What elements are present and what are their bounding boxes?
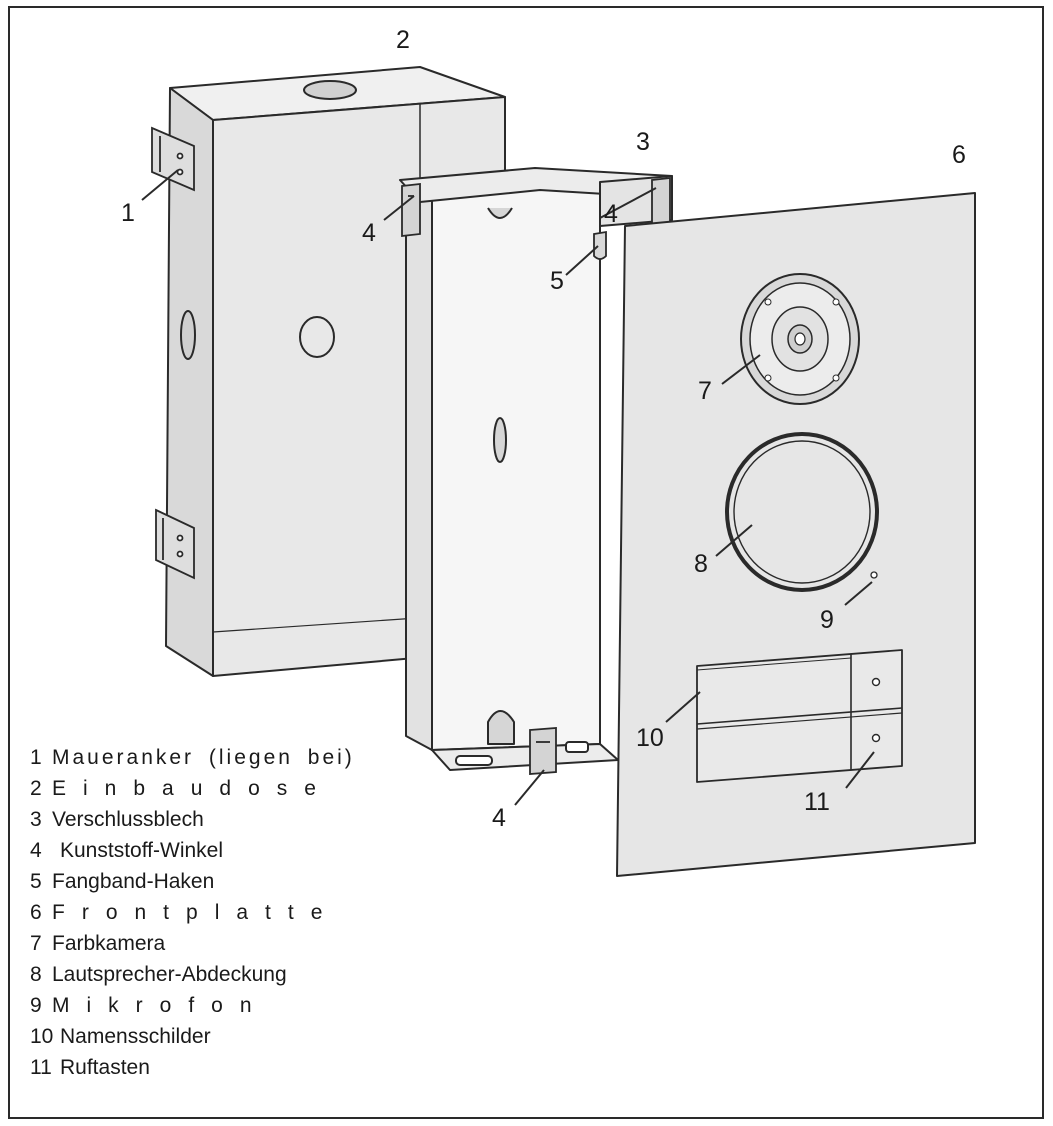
leader-lines	[141, 169, 875, 806]
wall-anchor-bottom	[155, 508, 195, 580]
microphone-hole	[870, 571, 878, 579]
legend-item: 10 Namensschilder	[30, 1021, 355, 1052]
closure-sheet	[399, 167, 673, 771]
front-plate	[616, 192, 976, 877]
callout-11: 11	[804, 788, 830, 816]
legend-number: 10	[30, 1025, 54, 1048]
legend-item: 5 Fangband-Haken	[30, 866, 355, 897]
speaker-cover	[725, 432, 879, 592]
callout-2: 2	[396, 26, 410, 54]
legend-number: 4	[30, 839, 42, 862]
legend-item: 2 Einbaudose	[30, 773, 355, 804]
legend-number: 11	[30, 1056, 52, 1079]
callout-6: 6	[952, 141, 966, 169]
strap-hook	[593, 230, 607, 260]
legend-item: 1 Maueranker (liegen bei)	[30, 742, 355, 773]
diagram-frame	[8, 6, 1044, 1119]
legend-label: Maueranker (liegen bei)	[52, 746, 355, 769]
callout-7: 7	[698, 377, 712, 405]
legend-number: 8	[30, 963, 42, 986]
callout-10: 10	[636, 724, 664, 752]
legend-item: 8 Lautsprecher-Abdeckung	[30, 959, 355, 990]
legend-number: 1	[30, 746, 42, 769]
legend-label: Mikrofon	[52, 994, 269, 1017]
legend-label: Verschlussblech	[52, 808, 204, 831]
callout-4-top-right: 4	[604, 200, 618, 228]
callout-5: 5	[550, 267, 564, 295]
legend-item: 6 Frontplatte	[30, 897, 355, 928]
legend-label: Fangband-Haken	[52, 870, 215, 893]
plastic-bracket-bottom	[529, 727, 557, 775]
color-camera	[740, 273, 860, 405]
callout-4-top-left: 4	[362, 219, 376, 247]
legend-item: 11 Ruftasten	[30, 1052, 355, 1083]
legend-label: Lautsprecher-Abdeckung	[52, 963, 287, 986]
legend-label: Farbkamera	[52, 932, 166, 955]
callout-3: 3	[636, 128, 650, 156]
legend-item: 9 Mikrofon	[30, 990, 355, 1021]
name-plate-panel	[696, 649, 903, 783]
callout-4-bottom: 4	[492, 804, 506, 832]
legend-number: 5	[30, 870, 42, 893]
callout-9: 9	[820, 606, 834, 634]
call-button-2	[871, 733, 881, 743]
legend-number: 3	[30, 808, 42, 831]
legend-label: Einbaudose	[52, 777, 333, 800]
legend-item: 3 Verschlussblech	[30, 804, 355, 835]
callout-1: 1	[121, 199, 135, 227]
legend-label: Frontplatte	[52, 901, 340, 924]
callout-8: 8	[694, 550, 708, 578]
legend-label: Namensschilder	[60, 1025, 211, 1048]
legend-number: 6	[30, 901, 42, 924]
plastic-bracket-top-right	[651, 176, 671, 226]
legend-item: 4 Kunststoff-Winkel	[30, 835, 355, 866]
parts-legend: 1 Maueranker (liegen bei) 2 Einbaudose 3 Ve…	[30, 742, 355, 1083]
legend-label: Kunststoff-Winkel	[60, 839, 224, 862]
legend-item: 7 Farbkamera	[30, 928, 355, 959]
wall-anchor-top	[151, 126, 195, 192]
legend-number: 9	[30, 994, 42, 1017]
legend-label: Ruftasten	[60, 1056, 150, 1079]
call-button-1	[871, 677, 881, 687]
plastic-bracket-top-left	[401, 182, 421, 238]
legend-number: 7	[30, 932, 42, 955]
legend-number: 2	[30, 777, 42, 800]
